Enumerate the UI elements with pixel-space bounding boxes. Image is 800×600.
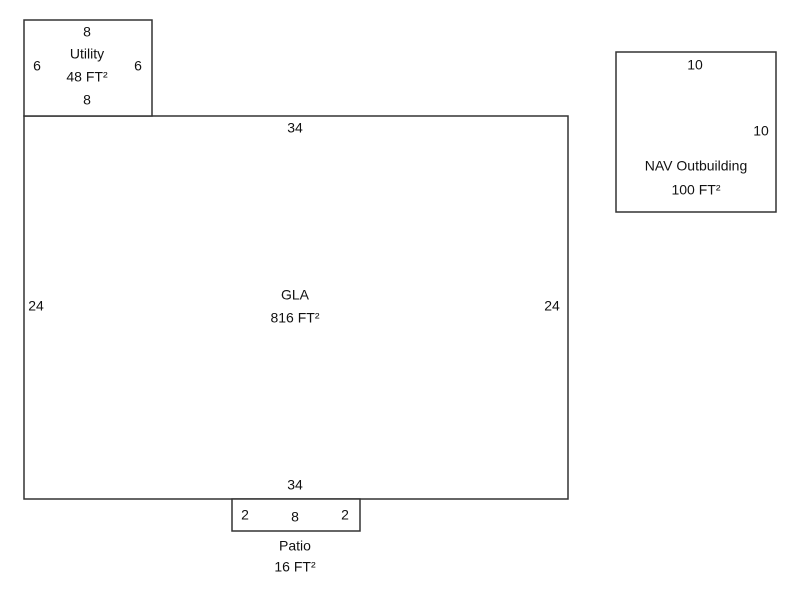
gla-name: GLA (281, 287, 310, 303)
patio-dim-right: 2 (341, 507, 349, 523)
utility-area: 48 FT² (66, 69, 108, 85)
outbuilding-outline (615, 51, 777, 213)
patio-name: Patio (279, 538, 311, 554)
utility-name: Utility (70, 46, 104, 62)
gla-area: 816 FT² (270, 310, 319, 326)
outbuilding-dim-right: 10 (753, 123, 769, 139)
area-outbuilding: 10 10 NAV Outbuilding 100 FT² (615, 51, 777, 213)
outbuilding-area: 100 FT² (671, 182, 720, 198)
gla-outline (23, 115, 569, 500)
gla-dim-right: 24 (544, 298, 560, 314)
area-patio: 2 8 2 Patio 16 FT² (231, 498, 361, 575)
utility-dim-left: 6 (33, 58, 41, 74)
gla-dim-bottom: 34 (287, 477, 303, 493)
outbuilding-dim-top: 10 (687, 57, 703, 73)
area-gla: 34 34 24 24 GLA 816 FT² (23, 115, 569, 500)
patio-dim-bottom: 8 (291, 509, 299, 525)
utility-dim-right: 6 (134, 58, 142, 74)
area-utility: 8 8 6 6 Utility 48 FT² (23, 19, 153, 117)
patio-outline (231, 498, 361, 532)
outbuilding-name: NAV Outbuilding (645, 158, 747, 174)
patio-area: 16 FT² (274, 559, 316, 575)
gla-dim-top: 34 (287, 120, 303, 136)
utility-dim-top: 8 (83, 24, 91, 40)
patio-dim-left: 2 (241, 507, 249, 523)
gla-dim-left: 24 (28, 298, 44, 314)
utility-dim-bottom: 8 (83, 92, 91, 108)
utility-outline (23, 19, 153, 117)
